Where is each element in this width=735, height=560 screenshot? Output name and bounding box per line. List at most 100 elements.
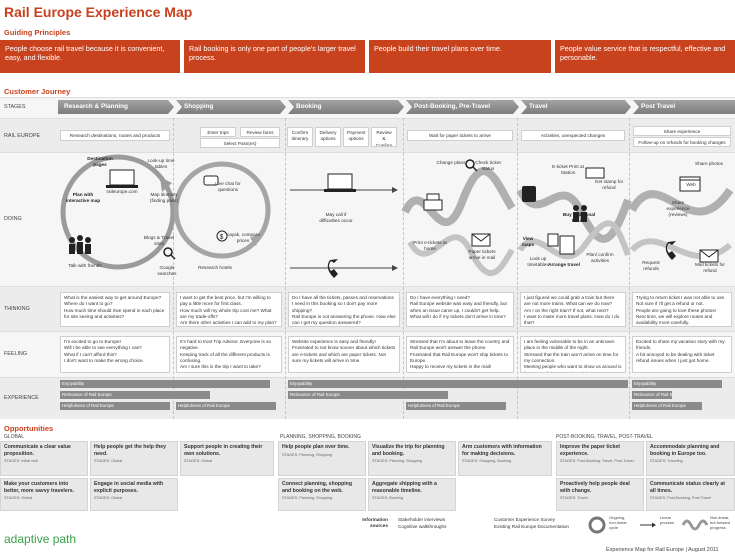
opportunity-stages: STAGES: Global: [94, 496, 123, 500]
thought: Where do I want to go?: [64, 301, 113, 307]
customer-journey-heading: Customer Journey: [4, 87, 71, 96]
opp-group-post: POST-BOOKING, TRAVEL, POST-TRAVEL: [556, 434, 653, 440]
opportunity-title: Improve the paper ticket experience.: [560, 444, 620, 457]
opportunity-stages: STAGES: Travel: [560, 496, 588, 500]
envelope-icon: [699, 249, 719, 263]
opportunity-stages: STAGES: Booking: [372, 496, 403, 500]
cycle-arrow: [160, 177, 172, 192]
train-icon: [522, 186, 536, 202]
thought: I just figured we could grab a train but…: [524, 295, 615, 307]
opportunity-stages: STAGES: Shopping, Booking: [462, 459, 512, 463]
travel-wave: [516, 188, 632, 243]
thought: Do I have everything I need?: [410, 295, 470, 300]
row-label-doing: DOING: [4, 216, 22, 222]
thought: Am I on the right train? If not, what ne…: [524, 307, 609, 313]
thought: Rail Europe website was easy and friendl…: [410, 301, 507, 313]
ticket-icon: [585, 167, 605, 179]
doing-web: Web: [686, 182, 696, 187]
laptop-icon: [324, 173, 356, 192]
thinking-travel: I just figured we could grab a train but…: [520, 292, 626, 327]
info-sources-label: Information sources: [362, 517, 388, 529]
feeling: I am feeling vulnerable to be in an unkn…: [524, 339, 615, 351]
bar-enjoyability: Enjoyability: [60, 380, 270, 388]
stage-divider: [629, 118, 630, 419]
doing-live-chat: Live chat for questions: [215, 181, 241, 192]
adaptive-path-logo: adaptive path: [4, 532, 77, 546]
opportunity-card: Make your customers into better, more sa…: [0, 478, 88, 511]
feeling: Will I be able to see everything I can?: [64, 345, 142, 351]
research-cycle-ring: [60, 154, 176, 270]
thought: People are going to love these photos!: [636, 307, 717, 313]
re-payment-options: Payment options: [343, 127, 369, 147]
opportunity-card: Help people get the help they need.STAGE…: [90, 441, 178, 476]
doing-research-hotels: Research hotels: [198, 265, 232, 270]
thought: What is the easiest way to get around Eu…: [64, 295, 162, 300]
re-research: Research destinations, routes and produc…: [60, 130, 170, 141]
stage-post-booking: Post-Booking, Pre-Travel: [414, 103, 490, 110]
opportunity-title: Support people in creating their own sol…: [184, 444, 263, 457]
travel-wave: [517, 220, 631, 260]
thought: Are there other activities I can add to …: [180, 320, 277, 326]
doing-raileurope-com: raileurope.com: [106, 189, 138, 194]
doing-arrange-travel: Arrange travel: [548, 262, 580, 267]
feeling: A bit annoyed to be dealing with ticket …: [636, 351, 715, 364]
feeling: I don't want to make the wrong choice.: [64, 358, 144, 364]
opportunity-stages: STAGES: Global: [4, 496, 33, 500]
doing-print-tickets: Print e-tickets at home: [413, 240, 447, 251]
opportunity-card: Visualize the trip for planning and book…: [368, 441, 456, 476]
chat-bubble-icon: [203, 175, 219, 186]
feeling: Keeping track of all the different produ…: [180, 351, 270, 364]
feeling: Am I sure this is the trip I want to tak…: [180, 364, 261, 370]
thinking-post-booking: Do I have everything I need?Rail Europe …: [406, 292, 514, 327]
svg-text:$: $: [220, 234, 224, 241]
stage-post-travel: Post Travel: [641, 103, 676, 110]
feeling: Happy to receive my tickets in the mail!: [410, 364, 492, 370]
bar-helpfulness-post: Helpfulness of Rail Europe: [632, 402, 702, 410]
opportunity-card: Aggregate shipping with a reasonable tim…: [368, 478, 456, 511]
feeling: Meeting people who want to show us aroun…: [524, 364, 622, 372]
legend-wave: Non-linear, but forward progress: [710, 515, 731, 530]
principle-1: People choose rail travel because it is …: [0, 40, 180, 73]
opportunity-title: Help people plan over time.: [282, 444, 350, 450]
re-select-passes: Select Pass(es): [200, 138, 280, 148]
opportunity-card: Connect planning, shopping and booking o…: [278, 478, 366, 511]
opportunity-title: Visualize the trip for planning and book…: [372, 444, 445, 457]
doing-blogs: Blogs & Travel sites: [143, 235, 175, 246]
envelope-icon: [471, 233, 491, 247]
thought: I want to get the best price, but I'm wi…: [180, 295, 271, 307]
re-review-confirm: Review & Confirm: [371, 127, 397, 147]
source-survey: Customer Experience Survey: [494, 517, 555, 522]
opportunity-title: Communicate a clear value proposition.: [4, 444, 71, 457]
opportunity-title: Communicate status clearly at all times.: [650, 481, 725, 494]
doing-interactive-map: Plan with interactive map: [65, 192, 101, 203]
opportunity-stages: STAGES: Post-Booking, Travel, Post-Trave…: [560, 459, 634, 463]
thought: Rail Europe is not answering the phone. …: [292, 314, 396, 326]
opportunity-title: Arm customers with information for makin…: [462, 444, 542, 457]
doing-map-itinerary: Map itinerary (finding pass): [149, 192, 179, 203]
doing-destination-pages: Destination pages: [87, 156, 113, 167]
browser-window-icon: [679, 176, 701, 192]
re-delivery-options: Delivery options: [315, 127, 341, 147]
re-follow-up: Follow-up on refunds for booking changes: [633, 137, 731, 147]
page-title: Rail Europe Experience Map: [4, 4, 193, 20]
stage-divider: [285, 118, 286, 419]
thought: Trying to return ticket I was not able t…: [636, 295, 726, 307]
feeling: Frustrated that Rail Europe won't ship t…: [410, 351, 509, 364]
opportunity-card: Improve the paper ticket experience. STAG…: [556, 441, 644, 476]
opportunity-card: Proactively help people deal with change…: [556, 478, 644, 511]
opportunity-stages: STAGES: Global: [184, 459, 213, 463]
phone-icon: [327, 259, 338, 278]
row-label-experience: EXPERIENCE: [4, 395, 39, 401]
feeling: Stressed that the train won't arrive on …: [524, 351, 619, 364]
re-activities: Activities, unexpected changes: [521, 130, 625, 141]
opportunity-card: Communicate status clearly at all times.…: [646, 478, 735, 511]
feeling-post-travel: Excited to share my vacation story with …: [632, 336, 732, 373]
bar-relevance: Relevance of Rail Europe: [60, 391, 210, 399]
stage-shopping: Shopping: [184, 103, 214, 110]
doing-plan-confirm: Plan/ confirm activities: [586, 252, 614, 263]
dollar-icon: $: [216, 230, 228, 242]
thought: How much will my whole trip cost me? Wha…: [180, 307, 272, 320]
opportunity-title: Connect planning, shopping and booking o…: [282, 481, 353, 494]
thought: What will I do if my tickets don't arriv…: [410, 314, 506, 320]
stage-booking: Booking: [296, 103, 322, 110]
